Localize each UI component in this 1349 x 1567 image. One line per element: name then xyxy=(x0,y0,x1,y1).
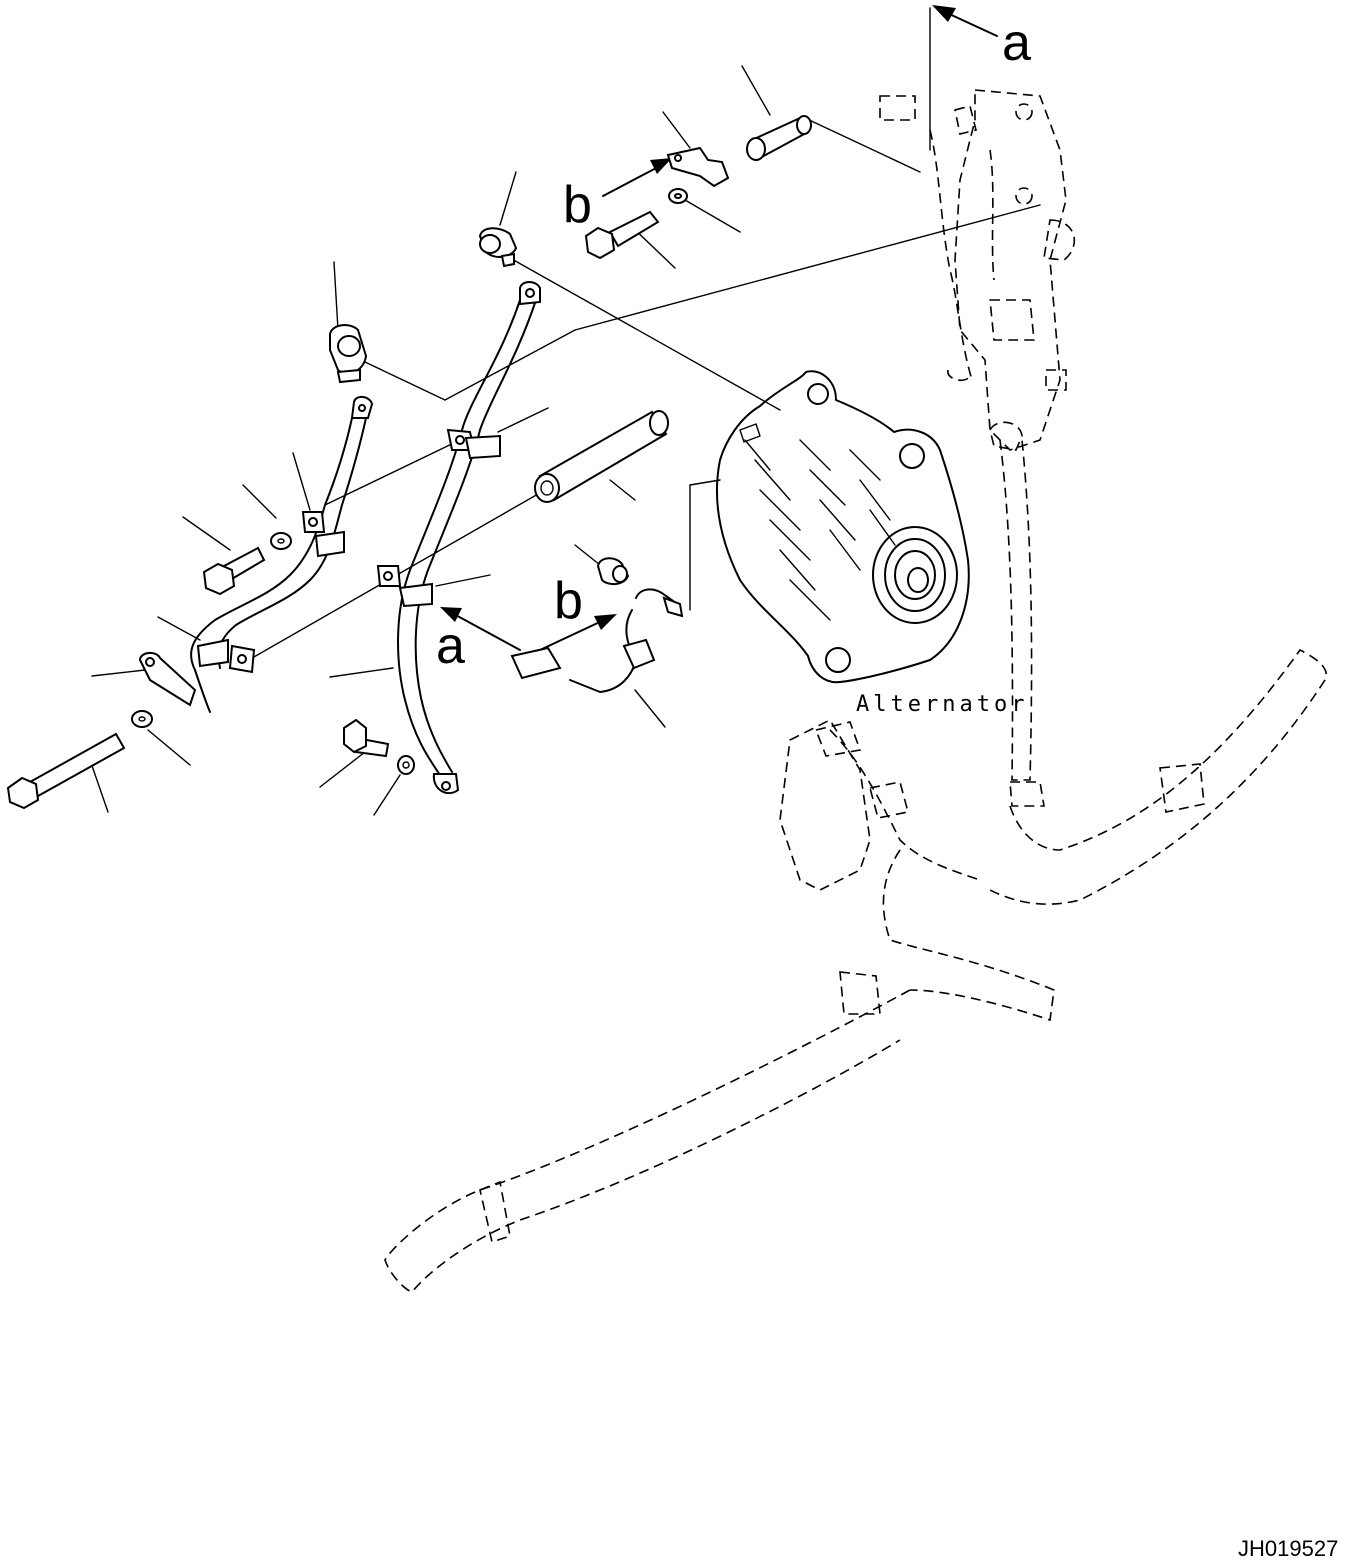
arrow-b-label-mid: b xyxy=(554,572,583,630)
harness-conduit xyxy=(384,439,1327,1293)
arrow-b-label-top: b xyxy=(563,176,592,234)
bolt-left-short xyxy=(202,546,266,596)
sensor-harness xyxy=(510,588,684,693)
bolt-top xyxy=(584,210,660,260)
washer-top xyxy=(668,188,688,204)
arrows xyxy=(440,5,998,651)
terminal-cap-2 xyxy=(329,324,368,384)
cable-short xyxy=(138,396,374,713)
alternator-label: Alternator xyxy=(856,692,1028,717)
washer-left-2 xyxy=(131,710,153,728)
arrow-a-label-mid: a xyxy=(436,617,465,675)
cable-long xyxy=(397,281,541,795)
cap-nut xyxy=(596,557,630,586)
mounting-bracket xyxy=(879,89,1075,451)
washer-left-1 xyxy=(270,532,292,550)
arrow-a-label-top: a xyxy=(1002,14,1031,72)
terminal-cap-1 xyxy=(478,227,518,268)
bolt-bottom xyxy=(343,718,390,758)
cable-clamps xyxy=(196,428,501,674)
bolt-long xyxy=(6,732,126,810)
figure-id: JH019527 xyxy=(1238,1536,1338,1561)
spacer-collar-top xyxy=(746,115,812,161)
bracket-clip xyxy=(666,146,730,188)
spacer-tube-middle xyxy=(534,410,669,503)
alternator xyxy=(715,370,970,684)
washer-bottom xyxy=(397,755,415,775)
callout-leaders xyxy=(89,65,771,816)
